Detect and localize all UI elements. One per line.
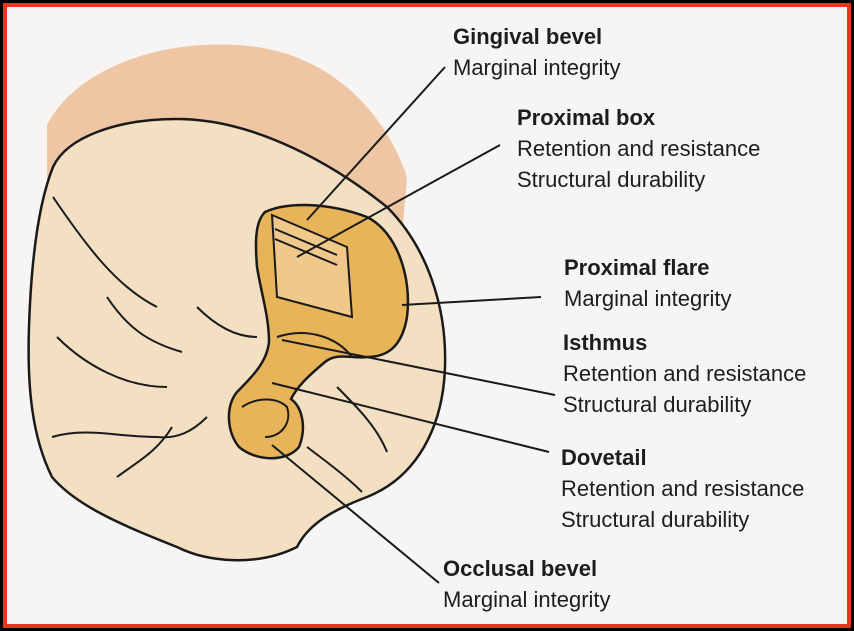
label-desc: Structural durability (561, 504, 804, 535)
diagram-panel: Gingival bevel Marginal integrity Proxim… (3, 3, 851, 628)
label-desc: Marginal integrity (453, 52, 621, 83)
label-title: Proximal box (517, 102, 760, 133)
label-title: Gingival bevel (453, 21, 621, 52)
label-desc: Structural durability (517, 164, 760, 195)
label-title: Occlusal bevel (443, 553, 611, 584)
label-proximal-box: Proximal box Retention and resistance St… (517, 102, 760, 195)
label-occlusal-bevel: Occlusal bevel Marginal integrity (443, 553, 611, 615)
label-title: Dovetail (561, 442, 804, 473)
label-gingival-bevel: Gingival bevel Marginal integrity (453, 21, 621, 83)
label-desc: Marginal integrity (443, 584, 611, 615)
label-desc: Retention and resistance (517, 133, 760, 164)
label-desc: Structural durability (563, 389, 806, 420)
label-title: Proximal flare (564, 252, 732, 283)
label-isthmus: Isthmus Retention and resistance Structu… (563, 327, 806, 420)
label-title: Isthmus (563, 327, 806, 358)
label-dovetail: Dovetail Retention and resistance Struct… (561, 442, 804, 535)
label-proximal-flare: Proximal flare Marginal integrity (564, 252, 732, 314)
label-desc: Retention and resistance (563, 358, 806, 389)
label-desc: Marginal integrity (564, 283, 732, 314)
label-desc: Retention and resistance (561, 473, 804, 504)
